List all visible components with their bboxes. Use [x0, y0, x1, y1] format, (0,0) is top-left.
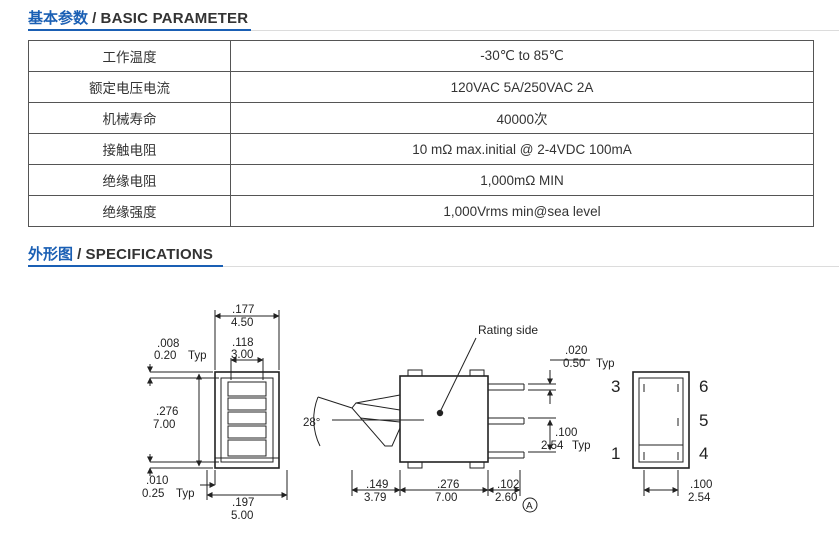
- dim-500: 5.00: [231, 510, 253, 522]
- param-value: 1,000Vrms min@sea level: [230, 195, 814, 227]
- basic-parameter-table: 工作温度 -30℃ to 85℃ 额定电压电流 120VAC 5A/250VAC…: [28, 40, 814, 227]
- table-row: 绝缘强度 1,000Vrms min@sea level: [28, 195, 814, 227]
- dim-025-mm: 0.25: [142, 488, 164, 500]
- specifications-divider: [28, 266, 839, 267]
- param-label: 接触电阻: [28, 133, 231, 165]
- specifications-title-en: SPECIFICATIONS: [85, 246, 214, 263]
- dim-100b: .100: [690, 479, 712, 491]
- dim-700: 7.00: [153, 419, 175, 431]
- bottom-view: [632, 371, 690, 496]
- param-label: 绝缘电阻: [28, 164, 231, 196]
- dim-010: .010: [146, 475, 168, 487]
- dim-020: .020: [565, 345, 587, 357]
- dim-276: .276: [156, 406, 178, 418]
- typ-b: Typ: [176, 488, 195, 500]
- dim-118: .118: [232, 337, 254, 349]
- dim-450: 4.50: [231, 317, 253, 329]
- dim-700b: 7.00: [435, 492, 457, 504]
- dim-008: .008: [157, 338, 179, 350]
- dim-177: .177: [232, 304, 254, 316]
- param-value: -30℃ to 85℃: [230, 40, 814, 72]
- param-label: 工作温度: [28, 40, 231, 72]
- dim-254b: 2.54: [688, 492, 711, 504]
- param-label: 额定电压电流: [28, 71, 231, 103]
- dim-260: 2.60: [495, 492, 517, 504]
- angle-label: 28°: [303, 417, 320, 429]
- pin-5: 5: [699, 411, 708, 430]
- typ-a: Typ: [188, 350, 207, 362]
- rating-side-label: Rating side: [478, 323, 538, 337]
- specifications-title-cn: 外形图: [28, 246, 74, 263]
- specifications-separator: /: [73, 246, 86, 263]
- table-row: 额定电压电流 120VAC 5A/250VAC 2A: [28, 71, 814, 103]
- param-value: 10 mΩ max.initial @ 2-4VDC 100mA: [230, 133, 814, 165]
- typ-c: Typ: [596, 358, 615, 370]
- param-label: 绝缘强度: [28, 195, 231, 227]
- basic-parameter-divider: [28, 30, 839, 31]
- pin-1: 1: [611, 444, 620, 463]
- specifications-accent: [28, 265, 223, 267]
- param-label: 机械寿命: [28, 102, 231, 134]
- typ-d: Typ: [572, 440, 591, 452]
- table-row: 绝缘电阻 1,000mΩ MIN: [28, 164, 814, 196]
- table-row: 工作温度 -30℃ to 85℃: [28, 40, 814, 72]
- basic-parameter-heading: 基本参数 / BASIC PARAMETER: [28, 7, 248, 31]
- param-value: 1,000mΩ MIN: [230, 164, 814, 196]
- basic-parameter-separator: /: [88, 10, 101, 27]
- dim-197: .197: [232, 497, 254, 509]
- side-view-labels: .177 4.50 .118 3.00 .008 0.20 Typ .276 7…: [142, 304, 254, 522]
- table-row: 机械寿命 40000次: [28, 102, 814, 134]
- specifications-heading: 外形图 / SPECIFICATIONS: [28, 243, 213, 267]
- dim-020-mm: 0.20: [154, 350, 176, 362]
- dim-254-mm: 2.54: [541, 440, 564, 452]
- dim-100: .100: [555, 427, 577, 439]
- pin-4: 4: [699, 444, 708, 463]
- pin-3: 3: [611, 377, 620, 396]
- front-view-labels: 28° Rating side .020 0.50 Typ .100 2.54 …: [303, 323, 615, 512]
- mark-a: A: [526, 501, 533, 512]
- dim-300: 3.00: [231, 349, 253, 361]
- dim-050-mm: 0.50: [563, 358, 585, 370]
- side-view: [147, 310, 288, 500]
- dim-149: .149: [366, 479, 388, 491]
- table-row: 接触电阻 10 mΩ max.initial @ 2-4VDC 100mA: [28, 133, 814, 165]
- basic-parameter-title-en: BASIC PARAMETER: [100, 10, 249, 27]
- basic-parameter-title-cn: 基本参数: [28, 10, 89, 27]
- basic-parameter-accent: [28, 29, 251, 31]
- bottom-view-labels: 3 6 5 1 4 .100 2.54: [611, 377, 712, 504]
- dim-276b: .276: [437, 479, 459, 491]
- param-value: 40000次: [230, 102, 814, 134]
- dim-102: .102: [497, 479, 519, 491]
- pin-6: 6: [699, 377, 708, 396]
- outline-drawing: .177 4.50 .118 3.00 .008 0.20 Typ .276 7…: [142, 304, 712, 522]
- front-view: [313, 337, 590, 513]
- param-value: 120VAC 5A/250VAC 2A: [230, 71, 814, 103]
- dim-379: 3.79: [364, 492, 386, 504]
